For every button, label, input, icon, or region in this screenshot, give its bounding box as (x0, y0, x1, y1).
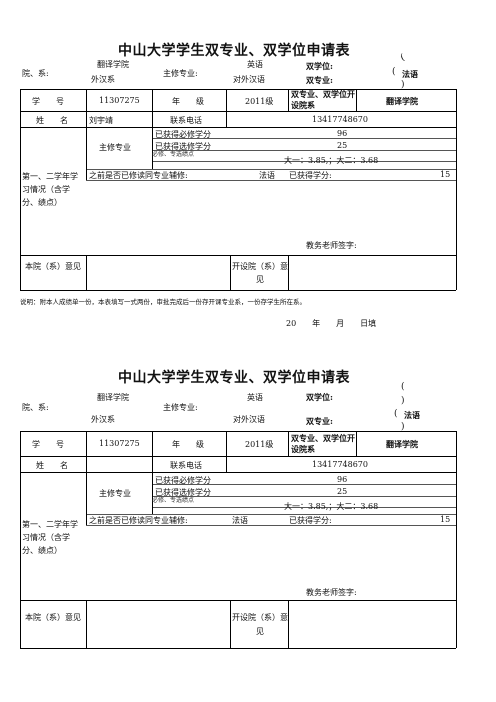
offer-dept-opinion-label: 开设院（系）意见 (232, 262, 288, 284)
prior-minor-label: 之前是否已修读同专业辅修: (89, 171, 188, 180)
school-value-2: 外汉系 (91, 75, 115, 84)
major-subsection-label: 主修专业 (99, 143, 131, 152)
name-label: 姓 名 (36, 461, 68, 470)
student-id-value: 11307275 (99, 96, 140, 105)
offer-dept-opinion-label: 开设院（系）意见 (232, 613, 288, 636)
dept-value: 翻译学院 (386, 96, 418, 106)
double-degree-label: 双学位: (306, 392, 333, 402)
major-label: 主修专业: (163, 69, 198, 78)
dept-label: 双专业、双学位开设院系 (291, 89, 355, 110)
school-value-2: 外汉系 (91, 415, 115, 424)
major-value-1: 英语 (247, 60, 263, 69)
gpa-label: 必修、专选绩点 (152, 497, 195, 504)
phone-value: 13417748670 (312, 460, 368, 469)
prior-minor-value: 法语 (232, 516, 248, 525)
french-option: 法语 (402, 69, 418, 79)
required-credits-label: 已获得必修学分 (155, 130, 211, 139)
phone-label: 联系电话 (170, 116, 202, 125)
home-dept-opinion-label: 本院（系）意见 (25, 262, 81, 271)
name-value: 刘宇靖 (89, 116, 113, 125)
required-credits-value: 96 (337, 475, 348, 484)
major-label: 主修专业: (163, 403, 198, 412)
required-credits-label: 已获得必修学分 (155, 476, 211, 485)
credits-label: 已获得学分: (289, 171, 332, 180)
grade-label: 年 级 (172, 97, 204, 106)
credits-label: 已获得学分: (289, 516, 332, 525)
prior-minor-value: 法语 (259, 171, 275, 180)
paren-open: ( (401, 382, 405, 392)
date-fill-line: 20 年 月 日填 (286, 319, 377, 328)
major-value-2: 对外汉语 (233, 415, 265, 424)
required-credits-value: 96 (337, 129, 348, 138)
teacher-signature-label: 教务老师签字: (306, 588, 357, 597)
double-degree-label: 双学位: (306, 61, 333, 71)
grade-value: 2011级 (245, 97, 274, 106)
student-id-label: 学 号 (32, 440, 64, 449)
home-dept-opinion-label: 本院（系）意见 (25, 613, 81, 622)
teacher-signature-label: 教务老师签字: (306, 241, 357, 250)
double-major-label: 双专业: (306, 75, 333, 85)
school-value-1: 翻译学院 (97, 393, 129, 402)
gpa-label: 必修、专选绩点 (152, 151, 195, 158)
gpa-value: 大一：3.85,；大二：3.68 (284, 156, 379, 165)
dept-label: 双专业、双学位开设院系 (291, 433, 355, 454)
form-title: 中山大学学生双专业、双学位申请表 (118, 370, 350, 386)
phone-label: 联系电话 (170, 461, 202, 470)
credits-value: 15 (440, 170, 451, 179)
french-option: 法语 (404, 410, 420, 420)
prior-minor-label: 之前是否已修读同专业辅修: (89, 516, 188, 525)
paren-open-2: ( (394, 409, 398, 419)
major-value-1: 英语 (247, 393, 263, 402)
name-label: 姓 名 (36, 116, 68, 125)
form-title: 中山大学学生双专业、双学位申请表 (118, 43, 350, 59)
paren-open-2: ( (392, 67, 396, 77)
study-section-label: 第一、二学年学习情况（含学分、绩点） (22, 520, 78, 555)
instructions-note: 说明：附本人成绩单一份，本表填写一式两份，审批完成后一份存开课专业系，一份存学生… (20, 298, 306, 306)
paren-close: ) (401, 396, 405, 406)
study-section-label: 第一、二学年学习情况（含学分、绩点） (22, 172, 78, 207)
student-id-value: 11307275 (99, 439, 140, 448)
grade-value: 2011级 (245, 440, 274, 449)
paren-open: ( (399, 52, 407, 64)
paren-close-2: ) (401, 422, 405, 432)
elective-credits-value: 25 (337, 487, 348, 496)
elective-credits-label: 已获得选修学分 (155, 488, 211, 497)
dept-value: 翻译学院 (386, 439, 418, 449)
major-value-2: 对外汉语 (233, 75, 265, 84)
double-major-label: 双专业: (306, 416, 333, 426)
grade-label: 年 级 (172, 440, 204, 449)
school-label: 院、系: (22, 403, 49, 412)
school-value-1: 翻译学院 (97, 60, 129, 69)
major-subsection-label: 主修专业 (99, 489, 131, 498)
elective-credits-value: 25 (337, 141, 348, 150)
school-label: 院、系: (22, 69, 49, 78)
phone-value: 13417748670 (312, 115, 368, 124)
student-id-label: 学 号 (32, 97, 64, 106)
gpa-value: 大一：3.85,；大二：3.68 (284, 502, 379, 511)
credits-value: 15 (440, 515, 451, 524)
elective-credits-label: 已获得选修学分 (155, 142, 211, 151)
paren-close: ) (401, 80, 405, 90)
